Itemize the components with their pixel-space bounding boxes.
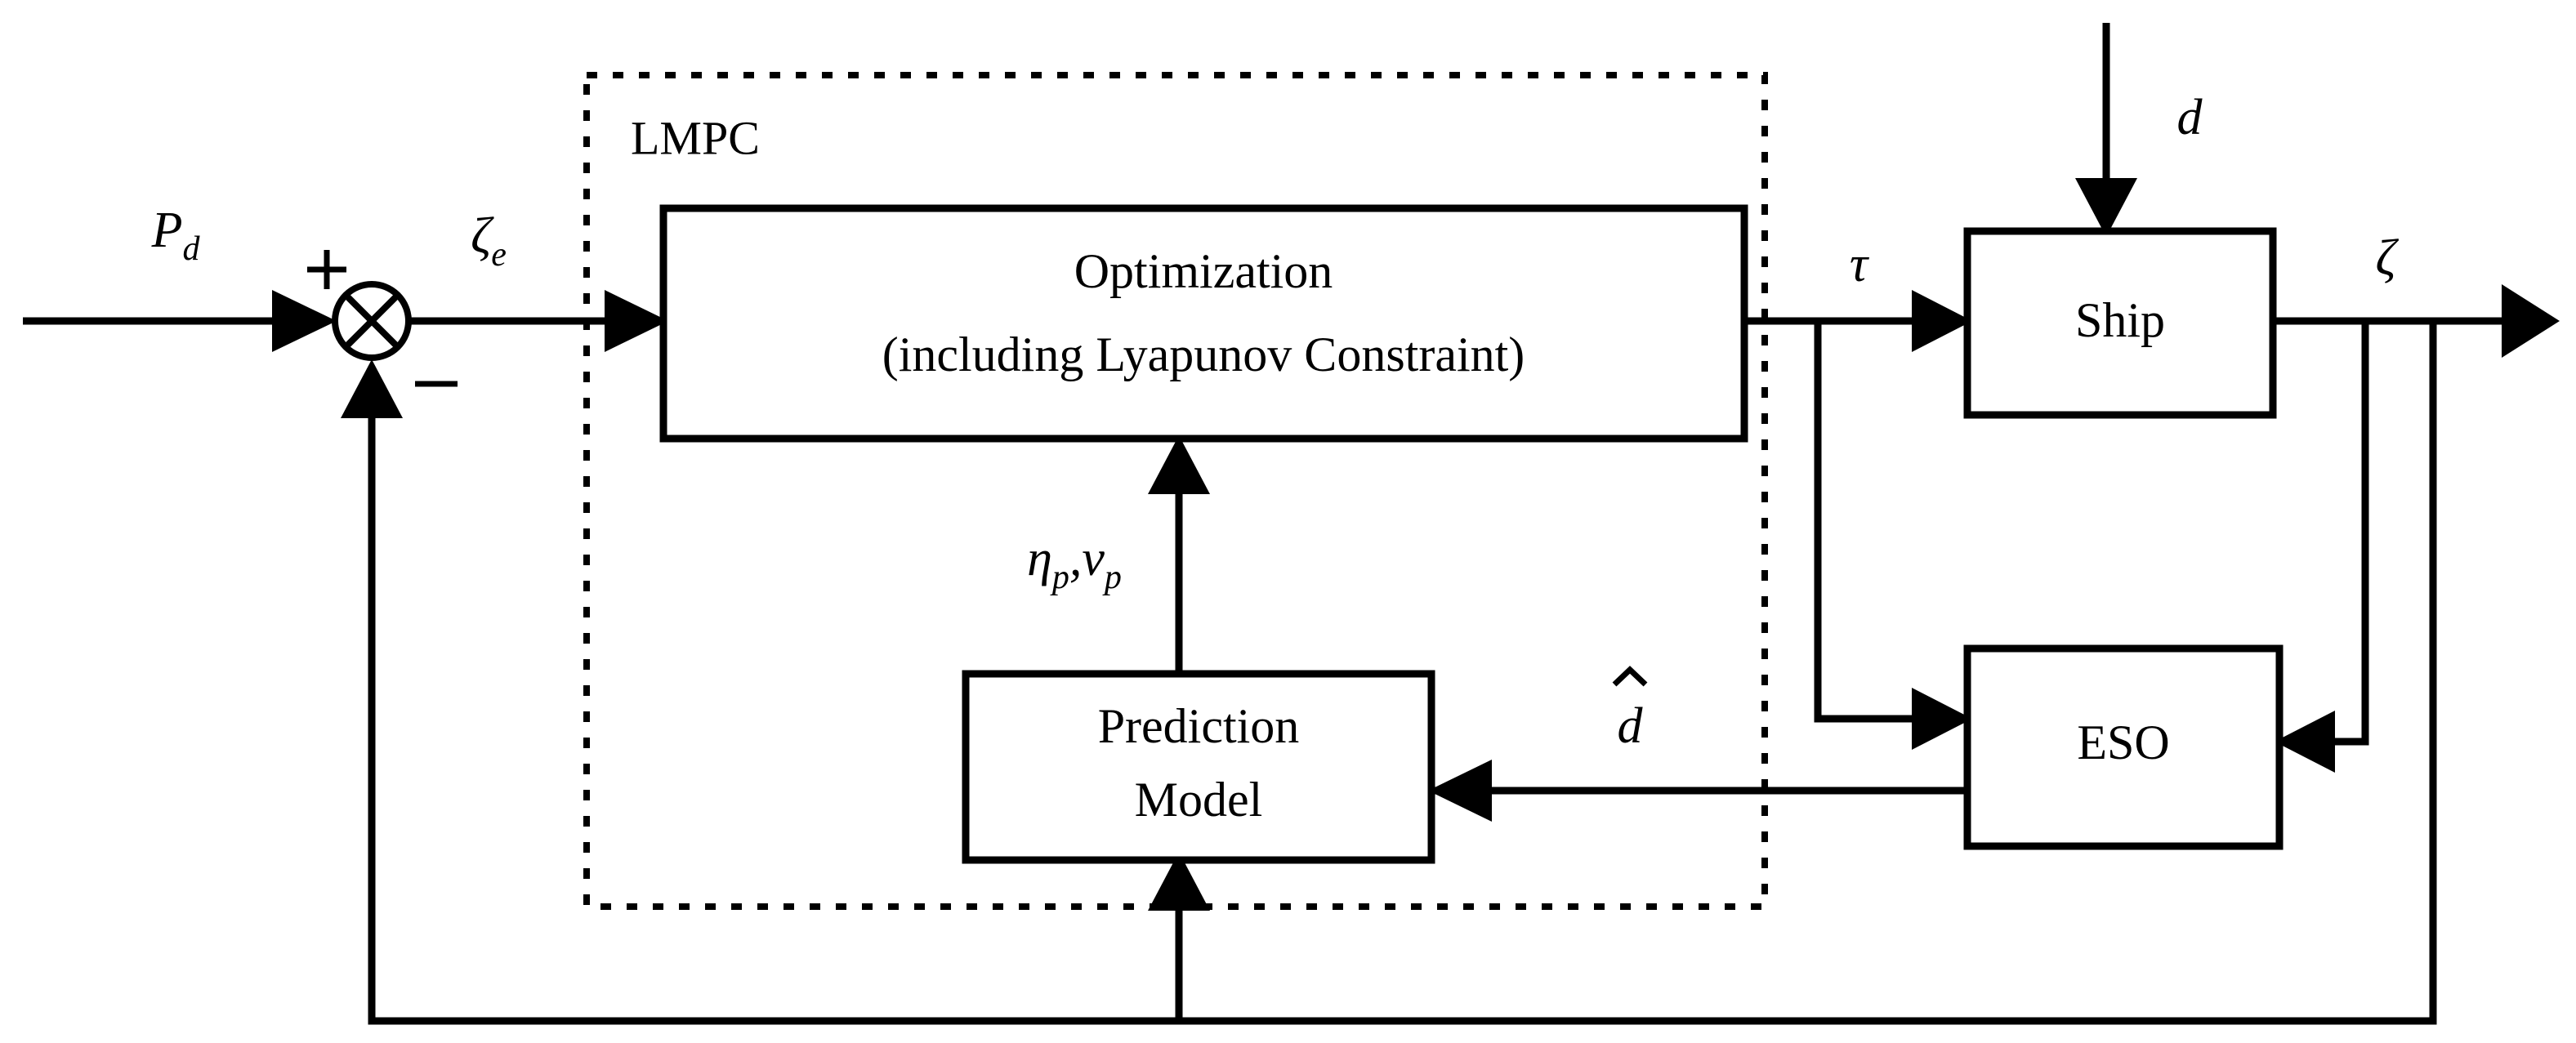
signal-label-output: ζ [2375,230,2399,286]
optimization-block-rect [659,204,1748,443]
global-feedback-wire [341,321,2437,1025]
control-output-wire [1744,290,1972,352]
signal-prediction-separator: , [1069,531,1083,586]
signal-label-reference: Pd [151,203,201,267]
signal-error-sub: e [491,236,507,274]
ship-output-arrowhead [2502,284,2560,358]
control-branch-arrowhead [1912,688,1972,750]
signal-label-control: τ [1850,237,1870,292]
reference-input-wire [23,290,337,352]
signal-label-prediction: ηp,vp [1027,531,1122,595]
output-branch-arrowhead [2275,711,2335,773]
ship-output-wire [2273,284,2560,358]
reference-arrowhead [272,290,337,352]
signal-disturbance-estimate-base: d [1618,698,1644,754]
disturbance-input-wire [2075,23,2137,237]
signal-label-error: ζe [471,208,507,273]
plus-sign-icon [307,250,346,289]
control-arrowhead [1912,290,1972,352]
signal-reference-sub: d [182,230,200,268]
error-wire [408,290,668,352]
summing-junction-cross-b [343,292,400,350]
signal-reference-base: P [151,203,183,258]
svg-text:ζe: ζe [471,208,507,273]
lmpc-group-label: LMPC [631,111,760,164]
eso-estimate-arrowhead [1428,760,1492,822]
signal-prediction-sub1: p [1050,559,1069,596]
optimization-block[interactable]: Optimization (including Lyapunov Constra… [659,204,1748,443]
optimization-block-label-line2: (including Lyapunov Constraint) [882,328,1525,381]
global-feedback-arrowhead [341,359,403,418]
optimization-block-label-line1: Optimization [1074,244,1333,298]
error-arrowhead [605,290,668,352]
ship-block-rect [1963,227,2277,419]
prediction-model-block[interactable]: Prediction Model [962,670,1435,864]
eso-block[interactable]: ESO [1963,644,2284,850]
feedback-to-prediction-wire [1148,852,1210,1021]
feedback-to-prediction-arrowhead [1148,852,1210,911]
svg-text:Pd: Pd [151,203,201,267]
signal-prediction-sub2: p [1102,559,1122,596]
eso-block-label: ESO [2077,715,2169,769]
ship-block-label: Ship [2075,293,2165,347]
signal-label-disturbance-estimate: d [1612,666,1648,754]
signal-prediction-base2: v [1082,531,1105,586]
prediction-feed-arrowhead [1148,435,1210,494]
eso-estimate-wire [1428,760,1967,822]
ship-block[interactable]: Ship [1963,227,2277,419]
signal-label-disturbance: d [2177,90,2203,145]
disturbance-arrowhead [2075,178,2137,237]
output-branch-to-eso-wire [2275,321,2369,773]
prediction-model-block-rect [962,670,1435,864]
prediction-feed-wire [1148,435,1210,674]
signal-prediction-base1: η [1027,531,1052,586]
svg-text:ηp,vp: ηp,vp [1027,531,1122,595]
prediction-model-label-line1: Prediction [1098,699,1300,753]
hat-accent-icon [1612,666,1648,687]
prediction-model-label-line2: Model [1135,773,1263,827]
error-summing-junction[interactable] [332,281,412,361]
signal-error-base: ζ [471,208,494,264]
eso-block-rect [1963,644,2284,850]
control-branch-to-eso-wire [1814,321,1972,750]
